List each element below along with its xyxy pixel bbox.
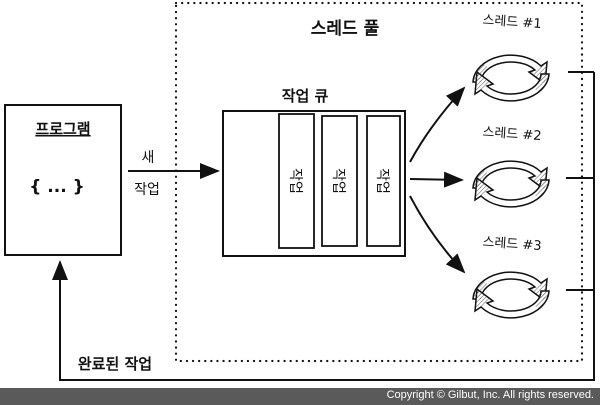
thread-pool-title: 스레드 풀 <box>311 19 380 39</box>
copyright-text: Copyright © Gilbut, Inc. All rights rese… <box>386 389 594 401</box>
program-title: 프로그램 <box>35 120 90 138</box>
thread-3-label: 스레드 #3 <box>482 235 542 254</box>
thread-1: 스레드 #1 <box>472 13 550 102</box>
thread-pool-boundary <box>174 1 584 363</box>
completed-task-label: 완료된 작업 <box>78 355 152 373</box>
completion-connector <box>52 71 595 381</box>
dispatch-arrow-1 <box>409 86 466 163</box>
svg-text:작업: 작업 <box>330 168 346 194</box>
dispatch-arrow-2 <box>409 171 464 188</box>
program-code: { ... } <box>29 177 84 197</box>
svg-text:작업: 작업 <box>287 168 303 194</box>
queue-title: 작업 큐 <box>282 87 329 105</box>
thread-2: 스레드 #2 <box>472 125 550 208</box>
queue-item: 작업 <box>321 115 358 247</box>
new-task-label-2: 작업 <box>134 182 160 198</box>
thread-1-label: 스레드 #1 <box>482 13 542 32</box>
program-box <box>4 104 122 256</box>
thread-pool-diagram: 스레드 풀 프로그램 { ... } 새 작업 작업 큐 작업 작업 작업 스레… <box>4 1 595 381</box>
footer-bar: Copyright © Gilbut, Inc. All rights rese… <box>0 388 600 405</box>
svg-text:작업: 작업 <box>374 168 390 194</box>
queue-item: 작업 <box>366 115 401 247</box>
thread-3: 스레드 #3 <box>472 235 550 319</box>
thread-2-label: 스레드 #2 <box>482 125 542 144</box>
new-task-label-1: 새 <box>142 150 155 166</box>
dispatch-arrow-3 <box>409 195 466 274</box>
queue-item: 작업 <box>278 113 315 249</box>
